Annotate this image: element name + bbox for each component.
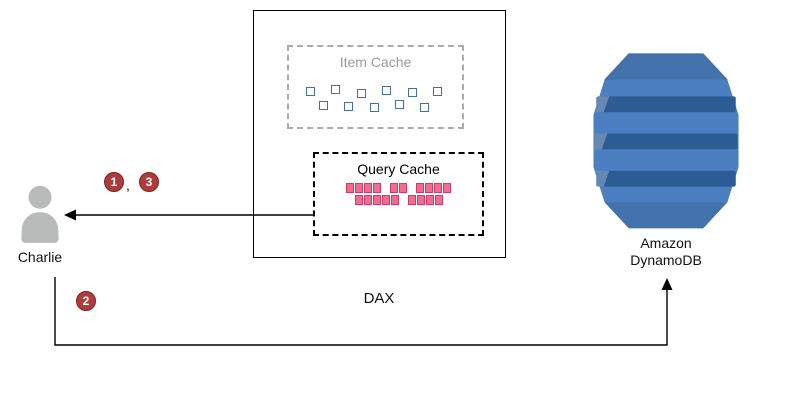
arrowhead-left-icon bbox=[64, 209, 76, 221]
dynamodb-label: Amazon DynamoDB bbox=[585, 235, 747, 269]
step-separator: , bbox=[126, 177, 130, 193]
dynamodb-groove-2 bbox=[594, 133, 738, 150]
query-cell bbox=[355, 183, 363, 193]
query-cell bbox=[364, 183, 372, 193]
item-square bbox=[407, 88, 417, 97]
query-cell bbox=[390, 183, 398, 193]
item-square bbox=[356, 89, 366, 98]
query-cell bbox=[390, 195, 399, 205]
query-cache-rows bbox=[315, 183, 482, 205]
dynamodb-bottom-cap bbox=[604, 202, 728, 229]
item-square bbox=[306, 87, 315, 96]
dynamodb-label-line2: DynamoDB bbox=[630, 251, 702, 268]
item-square bbox=[382, 86, 392, 95]
item-cache-squares bbox=[289, 47, 462, 127]
query-cell bbox=[416, 195, 425, 205]
query-cell-group bbox=[416, 183, 451, 193]
query-cell bbox=[425, 183, 433, 193]
query-cache-row bbox=[315, 195, 482, 205]
query-cell bbox=[434, 195, 443, 205]
person-head bbox=[28, 185, 52, 209]
path-charlie-to-dynamodb bbox=[54, 277, 668, 346]
person-icon bbox=[21, 185, 59, 243]
query-cell bbox=[434, 183, 442, 193]
query-cell bbox=[381, 195, 390, 205]
query-cell bbox=[363, 195, 372, 205]
query-cache-label: Query Cache bbox=[357, 161, 440, 177]
item-square bbox=[369, 103, 379, 112]
dynamodb-groove-1 bbox=[596, 96, 736, 113]
query-cache-box: Query Cache bbox=[313, 152, 484, 236]
query-cache-row bbox=[315, 183, 482, 193]
query-cell bbox=[425, 195, 434, 205]
query-cell bbox=[373, 183, 381, 193]
dynamodb-groove-2-notch bbox=[594, 133, 608, 150]
dynamodb-facet-edges bbox=[604, 52, 728, 81]
step-badge-1: 1 bbox=[104, 172, 124, 192]
dynamodb-label-line1: Amazon bbox=[640, 235, 692, 251]
item-square bbox=[331, 85, 341, 94]
query-cell-group bbox=[346, 183, 381, 193]
item-square bbox=[344, 102, 354, 111]
step-badge-2: 2 bbox=[76, 291, 96, 311]
query-cell-group bbox=[390, 183, 407, 193]
query-cell bbox=[372, 195, 381, 205]
actor-label: Charlie bbox=[17, 249, 63, 265]
query-cell bbox=[354, 195, 363, 205]
item-square bbox=[433, 87, 442, 96]
query-cell bbox=[416, 183, 424, 193]
item-square bbox=[420, 103, 430, 112]
item-cache-label: Item Cache bbox=[339, 54, 412, 70]
query-cell-group bbox=[407, 195, 443, 205]
step-badge-3: 3 bbox=[139, 172, 159, 192]
person-body bbox=[21, 212, 59, 243]
dynamodb-icon bbox=[593, 52, 739, 229]
dynamodb-groove-1-notch bbox=[596, 96, 610, 113]
item-square bbox=[318, 101, 328, 110]
query-cell bbox=[443, 183, 451, 193]
query-cell bbox=[407, 195, 416, 205]
item-square bbox=[394, 100, 404, 109]
arrowhead-up-icon bbox=[661, 278, 673, 290]
item-cache-box: Item Cache bbox=[287, 45, 464, 129]
query-cell bbox=[399, 183, 407, 193]
dynamodb-groove-3-notch bbox=[596, 170, 610, 187]
query-cell-group bbox=[354, 195, 399, 205]
dynamodb-groove-3 bbox=[596, 170, 736, 187]
dax-label: DAX bbox=[363, 290, 395, 307]
dynamodb-top-cap bbox=[604, 53, 728, 80]
query-cell bbox=[346, 183, 354, 193]
